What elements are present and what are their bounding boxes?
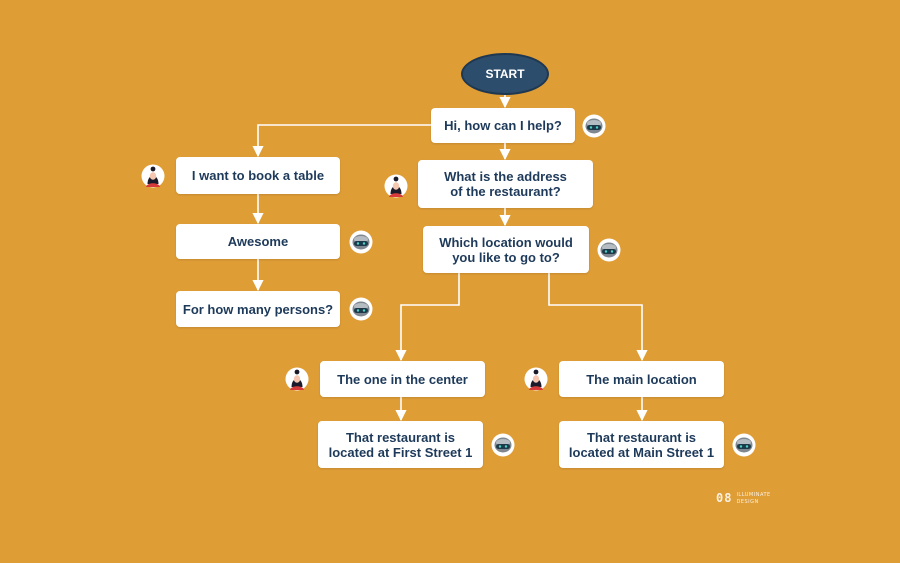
brand-text-line1: ILLUMINATE [736, 491, 771, 498]
node-first-street: That restaurant is located at First Stre… [318, 421, 483, 468]
node-main-street: That restaurant is located at Main Stree… [559, 421, 724, 468]
node-ask-address-label: What is the address of the restaurant? [444, 169, 567, 199]
edge-greeting-to-book-table [252, 124, 431, 158]
edge-which-to-center [395, 273, 460, 362]
node-ask-address: What is the address of the restaurant? [418, 160, 593, 208]
node-main-location: The main location [559, 361, 724, 397]
woman-avatar-icon [285, 367, 309, 391]
robot-avatar-icon [582, 114, 606, 138]
robot-avatar-icon [732, 433, 756, 457]
node-main-location-label: The main location [586, 371, 697, 387]
robot-avatar-icon [491, 433, 515, 457]
node-main-street-label: That restaurant is located at Main Stree… [568, 429, 715, 460]
node-which-location-label: Which location would you like to go to? [439, 234, 573, 265]
woman-avatar-icon [524, 367, 548, 391]
node-awesome-label: Awesome [227, 234, 289, 249]
node-awesome: Awesome [176, 224, 340, 259]
edge-which-to-main [548, 273, 648, 362]
node-greeting: Hi, how can I help? [431, 108, 575, 143]
brand-number: 08 [716, 491, 733, 505]
brand-text-line2: DESIGN [736, 498, 759, 505]
node-center-label: The one in the center [337, 371, 468, 387]
woman-avatar-icon [141, 164, 165, 188]
node-how-many: For how many persons? [176, 291, 340, 327]
start-node: START [461, 53, 549, 95]
robot-avatar-icon [349, 297, 373, 321]
start-label: START [485, 67, 525, 81]
robot-avatar-icon [597, 238, 621, 262]
node-book-table: I want to book a table [176, 157, 340, 194]
robot-avatar-icon [349, 230, 373, 254]
brand-logo: 08 ILLUMINATE DESIGN [716, 491, 771, 505]
node-greeting-label: Hi, how can I help? [444, 118, 562, 133]
brand-wordmark: ILLUMINATE DESIGN [736, 492, 770, 505]
node-book-table-label: I want to book a table [191, 168, 325, 183]
node-first-street-label: That restaurant is located at First Stre… [328, 429, 473, 460]
node-how-many-label: For how many persons? [182, 301, 334, 317]
woman-avatar-icon [384, 174, 408, 198]
node-which-location: Which location would you like to go to? [423, 226, 589, 273]
node-center: The one in the center [320, 361, 485, 397]
